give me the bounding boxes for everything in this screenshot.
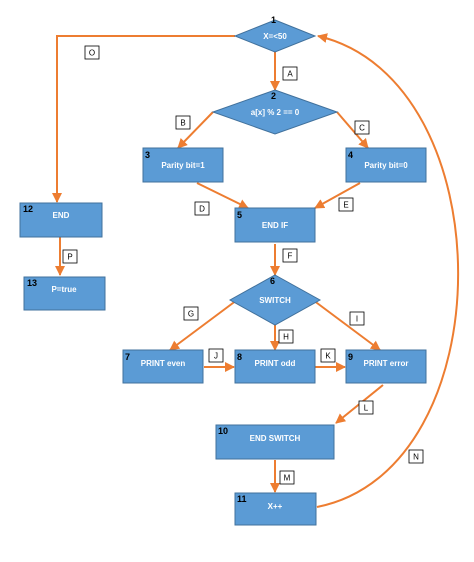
edge-label-c: C [354, 120, 370, 135]
edge-label-g: G [183, 306, 199, 321]
svg-text:L: L [364, 404, 369, 413]
edge-label-p: P [62, 249, 78, 264]
svg-text:E: E [343, 201, 348, 210]
svg-text:C: C [359, 124, 365, 133]
edge-d [196, 182, 249, 209]
svg-text:A: A [287, 70, 293, 79]
node-12-process[interactable]: 12 END [19, 202, 103, 238]
node-label: X=<50 [263, 32, 287, 41]
edge-label-b: B [175, 115, 191, 130]
node-4-process[interactable]: 4 Parity bit=0 [345, 147, 427, 183]
node-number: 10 [218, 426, 228, 436]
node-8-process[interactable]: 8 PRINT odd [234, 349, 316, 384]
edge-c [336, 111, 369, 149]
node-13-process[interactable]: 13 P=true [23, 276, 106, 311]
node-label: P=true [51, 285, 77, 294]
node-number: 9 [348, 352, 353, 362]
edge-label-o: O [84, 45, 100, 60]
node-number: 2 [271, 91, 276, 101]
node-number: 6 [270, 276, 275, 286]
svg-text:D: D [199, 205, 205, 214]
node-label: X++ [268, 502, 283, 511]
node-number: 7 [125, 352, 130, 362]
edge-label-j: J [208, 348, 224, 363]
edge-e [314, 182, 361, 209]
svg-text:B: B [180, 119, 185, 128]
node-10-process[interactable]: 10 END SWITCH [215, 424, 335, 460]
svg-text:K: K [325, 352, 331, 361]
node-label: END [53, 211, 70, 220]
edge-b [177, 111, 214, 149]
edge-label-e: E [338, 197, 354, 212]
node-label: END SWITCH [250, 434, 301, 443]
svg-text:N: N [413, 453, 419, 462]
svg-text:M: M [284, 474, 291, 483]
svg-text:F: F [288, 252, 293, 261]
node-label: a[x] % 2 == 0 [251, 108, 300, 117]
edge-n [316, 33, 460, 508]
edge-label-m: M [279, 470, 295, 485]
node-2-decision[interactable]: 2 a[x] % 2 == 0 [211, 89, 339, 135]
node-number: 1 [271, 15, 276, 25]
node-number: 12 [23, 204, 33, 214]
edge-label-h: H [278, 329, 294, 344]
svg-text:O: O [89, 49, 95, 58]
node-label: PRINT error [364, 359, 409, 368]
node-number: 5 [237, 210, 242, 220]
node-5-process[interactable]: 5 END IF [234, 207, 316, 243]
edges [52, 33, 460, 508]
edge-label-i: I [349, 311, 365, 326]
edge-labels: A B C D E F G H I J K L M N O P [62, 45, 424, 485]
svg-text:G: G [188, 310, 194, 319]
svg-text:I: I [356, 315, 358, 324]
edge-i [312, 299, 381, 351]
svg-text:J: J [214, 352, 218, 361]
edge-o [52, 35, 235, 203]
node-1-decision[interactable]: 1 X=<50 [233, 15, 317, 53]
edge-label-l: L [358, 400, 374, 415]
node-number: 13 [27, 278, 37, 288]
svg-text:P: P [67, 253, 72, 262]
node-label: Parity bit=0 [364, 161, 408, 170]
edge-label-n: N [408, 449, 424, 464]
edge-label-a: A [282, 66, 298, 81]
node-label: Parity bit=1 [161, 161, 205, 170]
node-number: 8 [237, 352, 242, 362]
node-number: 4 [348, 150, 353, 160]
node-3-process[interactable]: 3 Parity bit=1 [142, 147, 224, 183]
edge-label-f: F [282, 248, 298, 263]
node-6-decision[interactable]: 6 SWITCH [228, 274, 322, 326]
node-label: PRINT odd [255, 359, 296, 368]
node-label: SWITCH [259, 296, 291, 305]
node-label: PRINT even [141, 359, 186, 368]
edge-label-d: D [194, 201, 210, 216]
node-number: 3 [145, 150, 150, 160]
node-7-process[interactable]: 7 PRINT even [122, 349, 204, 384]
node-number: 11 [237, 494, 247, 504]
node-label: END IF [262, 221, 288, 230]
node-9-process[interactable]: 9 PRINT error [345, 349, 427, 384]
nodes: 1 X=<50 2 a[x] % 2 == 0 3 Parity bit=1 4… [19, 15, 427, 526]
node-11-process[interactable]: 11 X++ [234, 492, 317, 526]
edge-g [169, 299, 238, 351]
svg-text:H: H [283, 333, 289, 342]
edge-label-k: K [320, 348, 336, 363]
